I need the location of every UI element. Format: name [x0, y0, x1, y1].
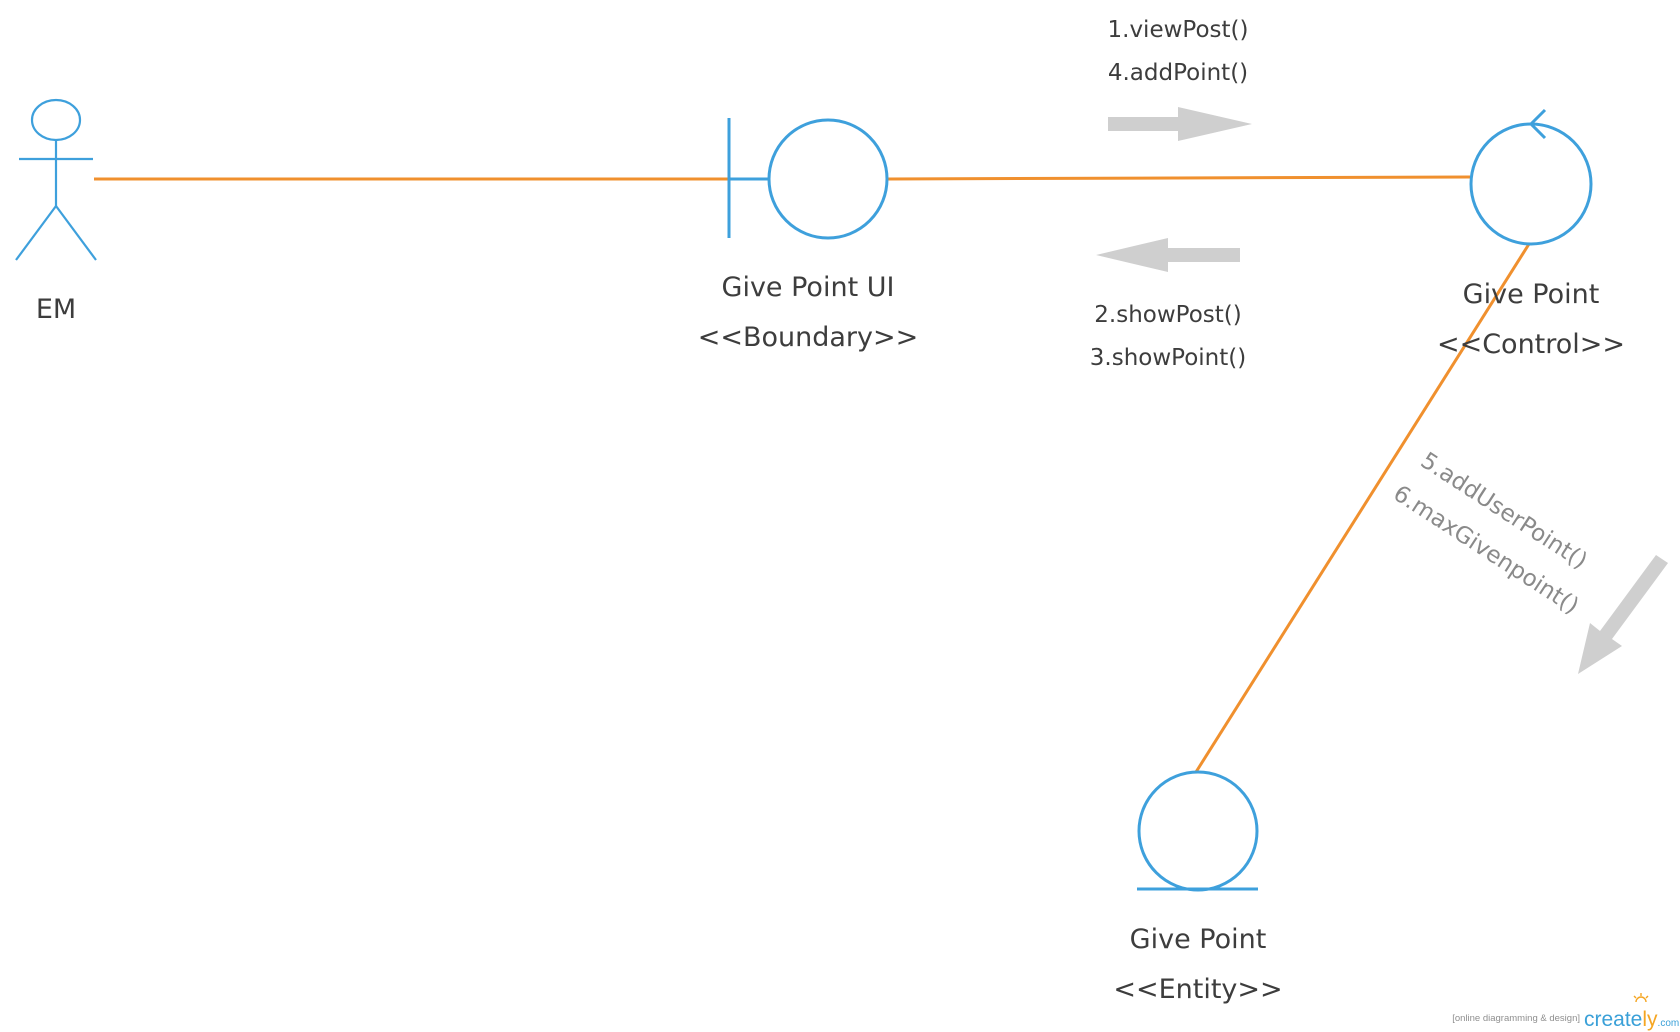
arrow-left-icon: [1096, 238, 1240, 272]
actor-label: EM: [36, 294, 76, 325]
message-showpost: 2.showPost(): [1094, 302, 1241, 328]
actor-head: [30, 98, 82, 142]
control-object[interactable]: [1469, 108, 1593, 246]
sun-icon: [1633, 993, 1649, 1003]
watermark-brand-suffix: .com: [1658, 1018, 1680, 1029]
message-viewpost: 1.viewPost(): [1108, 17, 1249, 43]
entity-circle: [1137, 770, 1259, 892]
boundary-object[interactable]: [727, 118, 889, 240]
control-stereotype: <<Control>>: [1437, 329, 1625, 360]
entity-object[interactable]: [1137, 770, 1259, 892]
link-boundary-control: [887, 175, 1471, 181]
entity-name: Give Point: [1130, 924, 1267, 955]
watermark-brand-main: create: [1584, 1008, 1642, 1031]
watermark-brand-accent: ly: [1642, 1008, 1658, 1031]
control-name: Give Point: [1463, 279, 1600, 310]
link-control-entity: [1194, 243, 1531, 773]
control-arrowhead-icon: [1528, 108, 1547, 140]
actor-left-leg: [15, 205, 57, 261]
actor-em[interactable]: [15, 98, 97, 261]
arrow-down-left-icon: [1578, 555, 1668, 674]
watermark-tagline: [online diagramming & design]: [1452, 1013, 1580, 1024]
message-showpoint: 3.showPoint(): [1090, 345, 1246, 371]
watermark-brand: creately.com: [1584, 1008, 1679, 1031]
message-addpoint: 4.addPoint(): [1108, 60, 1248, 86]
boundary-name: Give Point UI: [722, 272, 895, 303]
control-circle: [1469, 122, 1593, 246]
entity-stereotype: <<Entity>>: [1113, 974, 1282, 1005]
arrow-right-icon: [1108, 107, 1252, 141]
boundary-circle: [767, 118, 889, 240]
creately-watermark: [online diagramming & design] creately.c…: [1452, 993, 1679, 1031]
actor-right-leg: [55, 205, 97, 261]
boundary-stereotype: <<Boundary>>: [698, 322, 919, 353]
